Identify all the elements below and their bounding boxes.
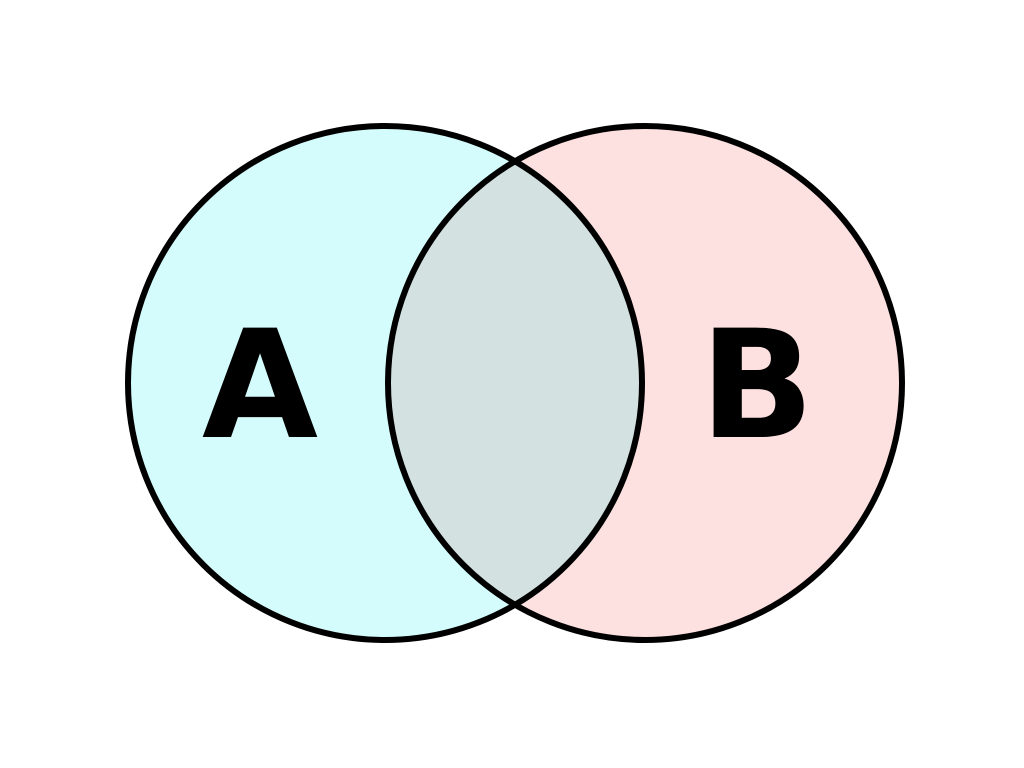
set-a-label: A bbox=[202, 299, 318, 473]
set-b-outline bbox=[385, 123, 905, 643]
intersection-region bbox=[388, 126, 642, 640]
set-a-outline bbox=[125, 123, 645, 643]
set-b-label: B bbox=[700, 299, 814, 473]
